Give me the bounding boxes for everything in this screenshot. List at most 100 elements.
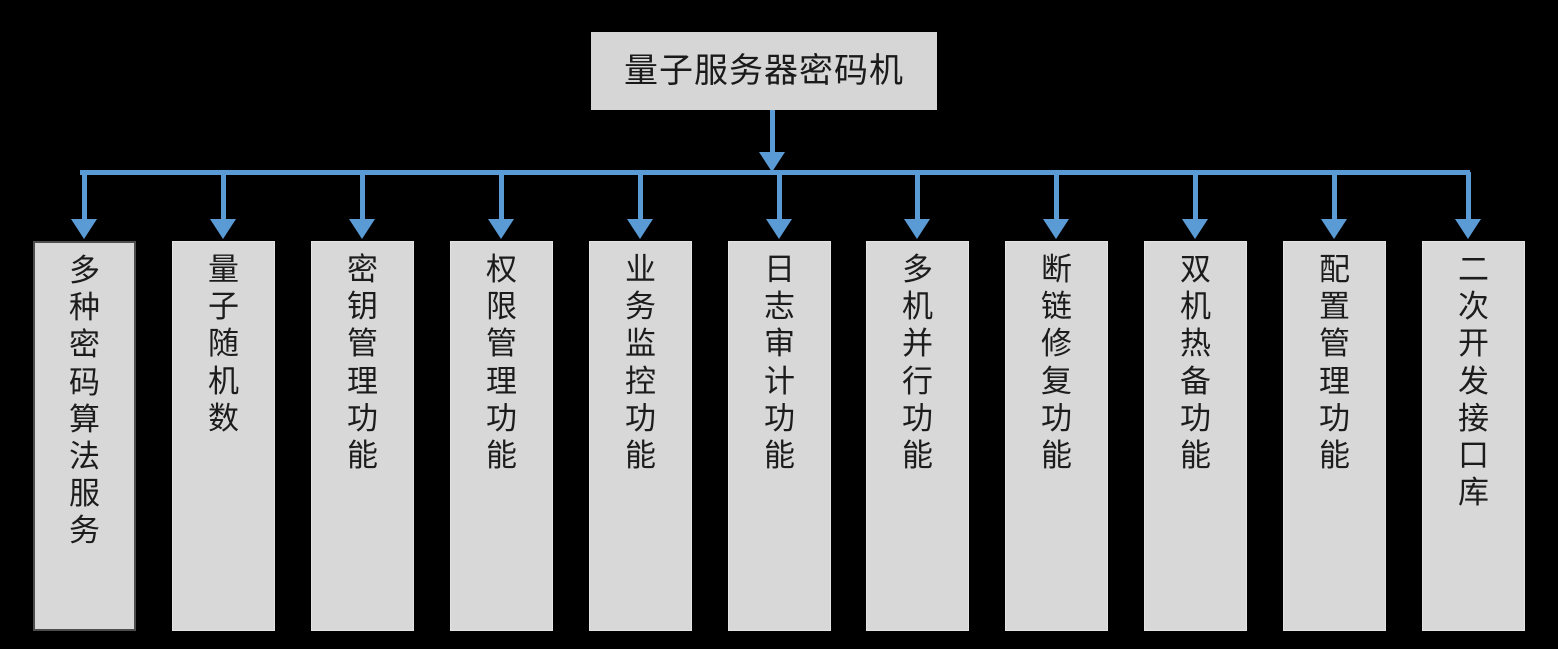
leaf-node-3[interactable]: 密钥管理功能 <box>311 241 414 631</box>
leaf-label-char: 业 <box>625 252 656 288</box>
leaf-label-char: 能 <box>1319 437 1350 474</box>
leaf-node-11[interactable]: 二次开发接口库 <box>1422 241 1525 631</box>
leaf-arrow-shaft <box>638 172 643 221</box>
leaf-label-char: 理 <box>1319 363 1350 400</box>
leaf-arrow-shaft <box>915 172 920 221</box>
leaf-label-char: 监 <box>625 326 656 363</box>
root-node-label: 量子服务器密码机 <box>624 51 904 91</box>
leaf-label-char: 能 <box>902 437 933 474</box>
leaf-label-char: 口 <box>1458 437 1489 474</box>
leaf-label-char: 密 <box>69 327 100 364</box>
leaf-label-char: 计 <box>764 363 795 400</box>
leaf-label-char: 能 <box>347 437 378 474</box>
leaf-label-char: 断 <box>1041 252 1072 288</box>
leaf-label-char: 功 <box>764 400 795 437</box>
leaf-label-char: 备 <box>1180 363 1211 400</box>
leaf-node-label: 配置管理功能 <box>1284 252 1385 475</box>
leaf-node-10[interactable]: 配置管理功能 <box>1283 241 1386 631</box>
leaf-label-char: 机 <box>902 289 933 326</box>
leaf-arrow-head <box>1321 219 1347 239</box>
leaf-label-char: 子 <box>208 289 239 326</box>
leaf-label-char: 机 <box>208 363 239 400</box>
leaf-label-char: 次 <box>1458 289 1489 326</box>
leaf-arrow-head <box>1455 219 1481 239</box>
leaf-label-char: 功 <box>347 400 378 437</box>
leaf-label-char: 多 <box>902 252 933 288</box>
leaf-node-8[interactable]: 断链修复功能 <box>1005 241 1108 631</box>
leaf-label-char: 并 <box>902 326 933 363</box>
leaf-label-char: 能 <box>625 437 656 474</box>
leaf-label-char: 双 <box>1180 252 1211 288</box>
leaf-node-label: 断链修复功能 <box>1006 252 1107 475</box>
leaf-label-char: 多 <box>69 253 100 289</box>
leaf-arrow-shaft <box>1466 172 1471 221</box>
leaf-label-char: 管 <box>1319 326 1350 363</box>
leaf-label-char: 务 <box>625 289 656 326</box>
leaf-node-label: 业务监控功能 <box>590 252 691 475</box>
leaf-arrow-shaft <box>499 172 504 221</box>
leaf-label-char: 管 <box>486 326 517 363</box>
leaf-label-char: 控 <box>625 363 656 400</box>
leaf-node-5[interactable]: 业务监控功能 <box>589 241 692 631</box>
leaf-arrow-head <box>1182 219 1208 239</box>
leaf-label-char: 库 <box>1458 475 1489 512</box>
leaf-label-char: 日 <box>764 252 795 288</box>
leaf-label-char: 功 <box>1041 400 1072 437</box>
leaf-node-6[interactable]: 日志审计功能 <box>728 241 831 631</box>
leaf-label-char: 服 <box>69 476 100 513</box>
leaf-label-char: 管 <box>347 326 378 363</box>
leaf-node-2[interactable]: 量子随机数 <box>172 241 275 631</box>
leaf-label-char: 复 <box>1041 363 1072 400</box>
leaf-arrow-head <box>349 219 375 239</box>
leaf-label-char: 理 <box>486 363 517 400</box>
leaf-label-char: 数 <box>208 400 239 437</box>
leaf-arrow-head <box>210 219 236 239</box>
leaf-label-char: 功 <box>1319 400 1350 437</box>
leaf-node-label: 多机并行功能 <box>867 252 968 475</box>
leaf-label-char: 能 <box>486 437 517 474</box>
leaf-label-char: 理 <box>347 363 378 400</box>
leaf-node-1[interactable]: 多种密码算法服务 <box>33 241 136 631</box>
leaf-label-char: 行 <box>902 363 933 400</box>
leaf-arrow-head <box>627 219 653 239</box>
leaf-label-char: 算 <box>69 401 100 438</box>
root-connector-shaft <box>770 110 775 160</box>
leaf-node-4[interactable]: 权限管理功能 <box>450 241 553 631</box>
leaf-label-char: 志 <box>764 289 795 326</box>
leaf-arrow-shaft <box>82 172 87 221</box>
leaf-arrow-head <box>71 219 97 239</box>
leaf-label-char: 发 <box>1458 363 1489 400</box>
root-connector-arrowhead <box>759 152 785 172</box>
leaf-label-char: 随 <box>208 326 239 363</box>
leaf-label-char: 密 <box>347 252 378 288</box>
leaf-arrow-shaft <box>777 172 782 221</box>
leaf-node-label: 多种密码算法服务 <box>35 253 134 551</box>
leaf-node-label: 二次开发接口库 <box>1423 252 1524 512</box>
leaf-node-label: 权限管理功能 <box>451 252 552 475</box>
leaf-label-char: 钥 <box>347 289 378 326</box>
leaf-label-char: 能 <box>1180 437 1211 474</box>
root-node-quantum-server-crypto-machine[interactable]: 量子服务器密码机 <box>591 32 937 110</box>
leaf-label-char: 功 <box>1180 400 1211 437</box>
leaf-arrow-head <box>1043 219 1069 239</box>
leaf-arrow-shaft <box>1332 172 1337 221</box>
leaf-label-char: 能 <box>1041 437 1072 474</box>
leaf-node-7[interactable]: 多机并行功能 <box>866 241 969 631</box>
leaf-node-label: 密钥管理功能 <box>312 252 413 475</box>
leaf-label-char: 配 <box>1319 252 1350 288</box>
leaf-label-char: 码 <box>69 364 100 401</box>
leaf-arrow-head <box>488 219 514 239</box>
leaf-node-label: 日志审计功能 <box>729 252 830 475</box>
leaf-label-char: 链 <box>1041 289 1072 326</box>
leaf-label-char: 审 <box>764 326 795 363</box>
leaf-arrow-shaft <box>360 172 365 221</box>
leaf-label-char: 机 <box>1180 289 1211 326</box>
leaf-label-char: 务 <box>69 513 100 550</box>
leaf-label-char: 开 <box>1458 326 1489 363</box>
leaf-node-label: 量子随机数 <box>173 252 274 438</box>
leaf-label-char: 量 <box>208 252 239 288</box>
leaf-node-9[interactable]: 双机热备功能 <box>1144 241 1247 631</box>
leaf-label-char: 权 <box>486 252 517 288</box>
leaf-arrow-shaft <box>221 172 226 221</box>
